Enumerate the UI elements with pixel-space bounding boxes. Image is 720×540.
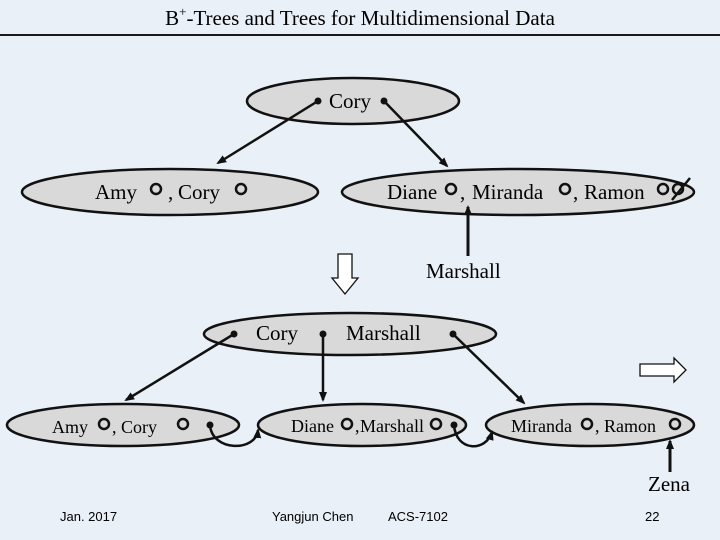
footer-date: Jan. 2017	[60, 509, 118, 524]
record-pointer-icon	[444, 182, 458, 196]
bottom-edge-3	[452, 333, 526, 405]
record-pointer-icon	[429, 417, 443, 431]
title-bar	[0, 0, 720, 36]
top-right-leaf-node	[340, 167, 696, 217]
record-pointer-icon	[668, 417, 682, 431]
top-left-key2: Cory	[178, 180, 220, 204]
leaf2-sep: ,	[355, 416, 360, 436]
top-edge-right	[383, 100, 449, 168]
top-right-key2: Miranda	[472, 180, 544, 204]
leaf2-key1: Diane	[291, 416, 334, 436]
slide-title: B+-Trees and Trees for Multidimensional …	[0, 4, 720, 31]
leaf1-sep: ,	[112, 417, 117, 437]
record-pointer-icon	[97, 417, 111, 431]
inserted-key-marshall: Marshall	[426, 259, 501, 283]
record-pointer-icon	[340, 417, 354, 431]
bottom-root-key2: Marshall	[346, 321, 421, 345]
top-right-sep2: ,	[573, 180, 579, 204]
inserted-key-zena: Zena	[648, 472, 690, 496]
footer-page-number: 22	[645, 509, 660, 524]
title-suffix: -Trees and Trees for Multidimensional Da…	[186, 6, 555, 30]
record-pointer-icon	[558, 182, 572, 196]
leaf3-sep: ,	[595, 416, 600, 436]
top-left-sep: ,	[168, 180, 174, 204]
bottom-leaf3-node	[484, 402, 696, 448]
leaf3-key1: Miranda	[511, 416, 572, 436]
record-pointer-icon	[176, 417, 190, 431]
top-edge-left	[216, 99, 319, 165]
bottom-root-node	[202, 311, 498, 357]
bottom-leaf2-node	[256, 402, 468, 448]
leaf2-key2: Marshall	[360, 416, 424, 436]
record-pointer-icon	[580, 417, 594, 431]
leaf3-key2: Ramon	[604, 416, 656, 436]
top-left-leaf-node	[20, 167, 320, 217]
leaf1-key1: Amy	[52, 417, 88, 437]
bottom-edge-1	[124, 332, 235, 402]
top-right-sep1: ,	[460, 180, 466, 204]
leaf1-key2: Cory	[121, 417, 157, 437]
bottom-leaf1-node	[5, 402, 241, 448]
record-pointer-icon	[149, 182, 163, 196]
top-right-key1: Diane	[387, 180, 438, 204]
top-root-key: Cory	[329, 89, 371, 113]
title-sup: +	[179, 4, 187, 19]
sibling-link-2-3	[452, 424, 494, 448]
bottom-root-key1: Cory	[256, 321, 298, 345]
top-left-key1: Amy	[95, 180, 137, 204]
title-prefix: B	[165, 6, 180, 30]
transform-down-arrow-icon	[330, 253, 360, 296]
footer-course: ACS-7102	[388, 509, 448, 524]
sibling-link-1-2	[208, 424, 262, 448]
next-right-arrow-icon	[639, 356, 687, 384]
top-right-key3: Ramon	[584, 180, 645, 204]
footer-author: Yangjun Chen	[272, 509, 354, 524]
null-pointer-slash-icon	[671, 177, 691, 201]
record-pointer-icon	[656, 182, 670, 196]
record-pointer-icon	[234, 182, 248, 196]
